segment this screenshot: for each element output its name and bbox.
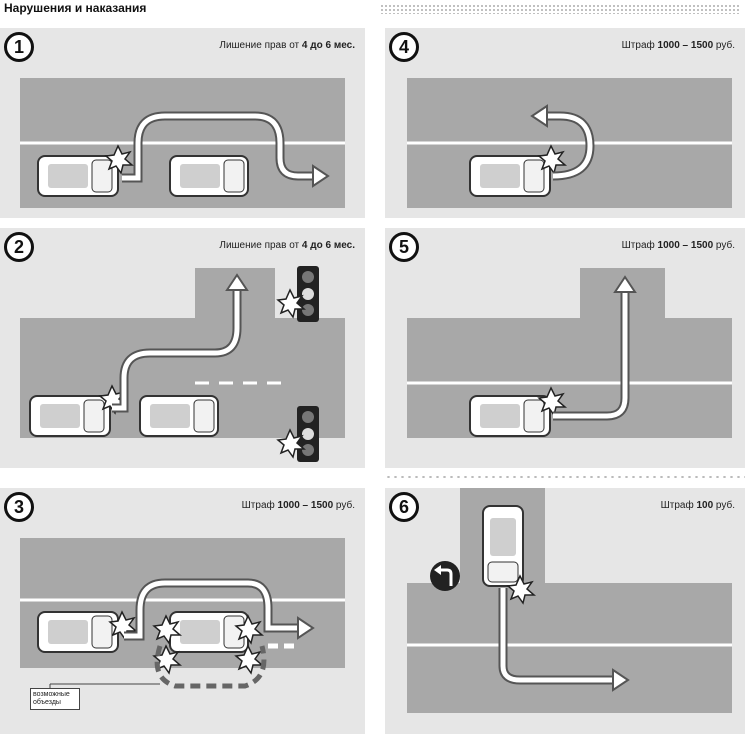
penalty-prefix: Штраф [621, 240, 658, 251]
impact-icon [104, 144, 135, 175]
impact-icon [152, 644, 183, 675]
panel-1: 1 Лишение прав от 4 до 6 мес. [0, 28, 365, 218]
panel-6: 6 Штраф 100 руб. [385, 488, 745, 734]
penalty-value: 100 [696, 500, 714, 511]
panel-number-badge: 4 [389, 32, 419, 62]
car-2 [139, 395, 219, 437]
car-1 [482, 505, 524, 587]
panel-4-scene [407, 78, 732, 208]
page-title: Нарушения и наказания [4, 1, 147, 15]
car-2 [169, 155, 249, 197]
arrowhead [530, 104, 548, 128]
panel-5: 5 Штраф 1000 – 1500 руб. [385, 228, 745, 468]
car-2 [169, 611, 249, 653]
panel-number-badge: 3 [4, 492, 34, 522]
main-road [407, 583, 732, 713]
traffic-light-top [297, 266, 319, 322]
penalty-suffix: руб. [713, 40, 735, 51]
header-bar: Нарушения и наказания [0, 0, 750, 18]
panel-5-scene [407, 268, 732, 438]
penalty-value: 1000 – 1500 [657, 40, 714, 51]
penalty-label: Штраф 1000 – 1500 руб. [622, 40, 735, 51]
turn-left-sign-icon [430, 561, 460, 591]
car-1 [469, 395, 551, 437]
panel-3: 3 Штраф 1000 – 1500 руб. возможные объез… [0, 488, 365, 734]
detour-dashed-path [154, 645, 267, 689]
car-1 [469, 155, 551, 197]
panel-2: 2 Лишение прав от 4 до 6 мес. [0, 228, 365, 468]
arrowhead [612, 668, 630, 692]
car-1 [37, 611, 119, 653]
panel-number-badge: 5 [389, 232, 419, 262]
traffic-light-bottom [297, 406, 319, 462]
penalty-value: 1000 – 1500 [277, 500, 334, 511]
penalty-prefix: Лишение прав от [219, 40, 302, 51]
penalty-label: Лишение прав от 4 до 6 мес. [219, 40, 355, 51]
panel-1-scene [20, 78, 345, 208]
panel-number-badge: 6 [389, 492, 419, 522]
penalty-suffix: руб. [333, 500, 355, 511]
impact-icon [152, 614, 183, 645]
car-1 [29, 395, 111, 437]
header-dots [380, 4, 740, 14]
penalty-prefix: Штраф [660, 500, 697, 511]
panel-2-scene [20, 266, 345, 462]
penalty-label: Лишение прав от 4 до 6 мес. [219, 240, 355, 251]
panel-3-scene [20, 538, 345, 698]
detour-note: возможные объезды [30, 688, 80, 710]
arrowhead [613, 275, 637, 293]
penalty-suffix: руб. [713, 240, 735, 251]
panel-number-badge: 1 [4, 32, 34, 62]
impact-icon [234, 614, 265, 645]
panel-4: 4 Штраф 1000 – 1500 руб. [385, 28, 745, 218]
impact-icon [276, 288, 307, 319]
penalty-label: Штраф 1000 – 1500 руб. [242, 500, 355, 511]
panel-6-scene [407, 488, 732, 713]
penalty-label: Штраф 100 руб. [661, 500, 735, 511]
arrowhead [312, 164, 330, 188]
penalty-value: 4 до 6 мес. [301, 40, 355, 51]
arrowhead [225, 273, 249, 291]
penalty-prefix: Штраф [621, 40, 658, 51]
car-1 [37, 155, 119, 197]
penalty-value: 1000 – 1500 [657, 240, 714, 251]
arrowhead [297, 616, 315, 640]
penalty-suffix: руб. [713, 500, 735, 511]
separator-dots [385, 474, 745, 480]
impact-icon [506, 574, 537, 605]
penalty-prefix: Лишение прав от [219, 240, 302, 251]
penalty-prefix: Штраф [241, 500, 278, 511]
impact-icon [276, 428, 307, 459]
penalty-label: Штраф 1000 – 1500 руб. [622, 240, 735, 251]
impact-icon [234, 644, 265, 675]
penalty-value: 4 до 6 мес. [301, 240, 355, 251]
panel-number-badge: 2 [4, 232, 34, 262]
